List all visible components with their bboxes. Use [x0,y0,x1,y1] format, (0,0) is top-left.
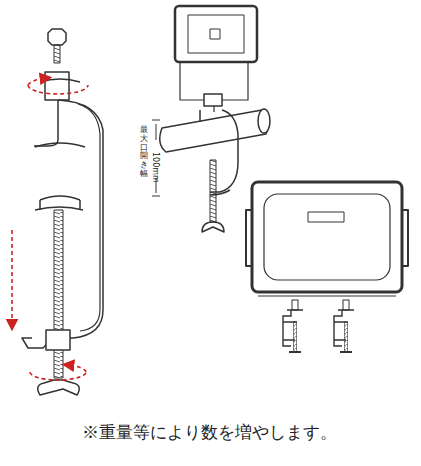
dimension-label: 最大口開き幅 [140,126,148,179]
dimension-value: 100mm [151,152,160,183]
note-text: ※重量等により数を増やします。 [82,422,337,444]
